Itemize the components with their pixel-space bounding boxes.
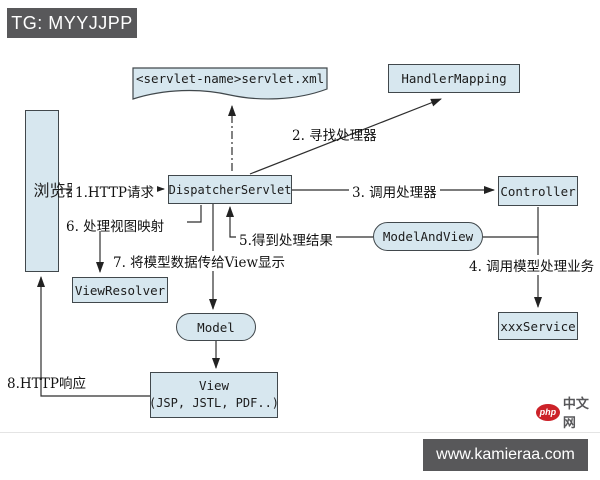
node-model: Model	[176, 313, 256, 341]
node-servlet-xml-label: <servlet-name>servlet.xml	[136, 71, 325, 86]
node-browser: 浏览器	[25, 110, 82, 272]
node-browser-label: 浏览器	[33, 181, 82, 200]
watermark-banner-top: TG: MYYJJPP	[7, 8, 137, 38]
separator-line	[0, 432, 600, 433]
node-model-and-view: ModelAndView	[373, 222, 483, 251]
node-handler-mapping: HandlerMapping	[388, 64, 520, 93]
node-servlet-xml-shape	[132, 67, 328, 100]
node-view-sublabel: (JSP, JSTL, PDF..)	[148, 396, 280, 411]
edge-view-mapping-elbow-line	[187, 205, 202, 223]
edge-label-call-service: 4. 调用模型处理业务	[466, 255, 598, 275]
edge-label-view-mapping: 6. 处理视图映射	[66, 219, 165, 235]
edge-label-find-handler: 2. 寻找处理器	[292, 128, 377, 144]
php-site-watermark: php 中文网	[536, 396, 600, 430]
edge-find-handler-line	[249, 98, 442, 175]
edge-label-result: 5.得到处理结果	[236, 229, 336, 249]
php-logo-icon: php	[536, 403, 560, 421]
node-view-label: View	[198, 378, 230, 394]
edge-label-http-request: 1.HTTP请求	[72, 181, 157, 201]
node-view: View (JSP, JSTL, PDF..)	[148, 372, 280, 418]
site-name-text: 中文网	[562, 396, 589, 430]
site-url-banner: www.kamieraa.com	[423, 439, 588, 471]
edge-label-http-response: 8.HTTP响应	[7, 376, 86, 392]
edge-label-call-handler: 3. 调用处理器	[349, 181, 440, 201]
node-dispatcher-servlet: DispatcherServlet	[168, 175, 292, 204]
edge-http-response-line	[37, 276, 150, 397]
node-controller: Controller	[498, 176, 578, 206]
node-xxx-service: xxxService	[498, 312, 578, 340]
node-view-resolver: ViewResolver	[72, 277, 168, 303]
edge-label-model-to-view: 7. 将模型数据传给View显示	[110, 251, 289, 271]
